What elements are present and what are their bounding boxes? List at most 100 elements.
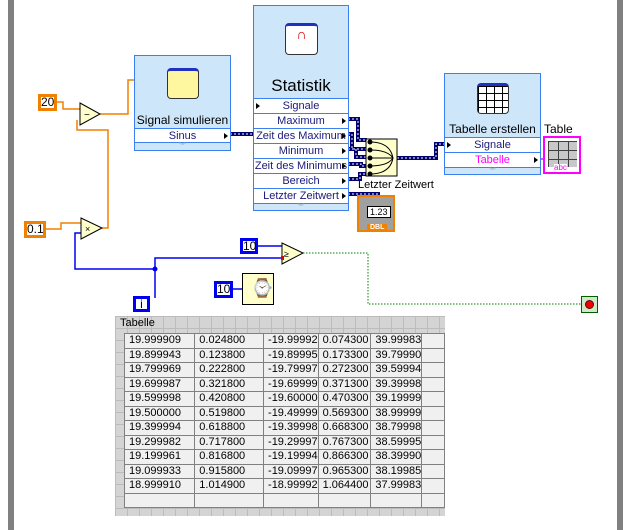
table-cell[interactable]: 19.899943 xyxy=(123,347,196,363)
table-cell[interactable] xyxy=(421,405,445,421)
expand-icon[interactable]: ︾ xyxy=(445,167,540,176)
table-cell[interactable]: -19.99992 xyxy=(263,333,319,349)
table-cell[interactable]: 18.999910 xyxy=(123,478,196,494)
table-cell[interactable]: 0.866300 xyxy=(317,449,372,465)
table-cell[interactable] xyxy=(421,492,445,508)
table-cell[interactable]: 0.519800 xyxy=(194,405,265,421)
input-signale[interactable]: Signale xyxy=(254,98,348,113)
wait-function[interactable]: ⌚ xyxy=(242,273,274,305)
table-cell[interactable]: -19.29997 xyxy=(263,434,319,450)
build-table-node[interactable]: Tabelle erstellen Signale Tabelle ︾ xyxy=(444,73,541,175)
table-cell[interactable]: 39.19999 xyxy=(370,391,423,407)
table-cell[interactable]: 19.799969 xyxy=(123,362,196,378)
input-signale[interactable]: Signale xyxy=(445,137,540,152)
output-sinus[interactable]: Sinus xyxy=(135,128,230,143)
table-cell[interactable]: 0.420800 xyxy=(194,391,265,407)
table-cell[interactable]: -19.09997 xyxy=(263,463,319,479)
table-cell[interactable]: 38.59995 xyxy=(370,434,423,450)
output-time-of-minimum[interactable]: Zeit des Minimums xyxy=(254,158,348,173)
table-cell[interactable] xyxy=(370,492,423,508)
table-cell[interactable]: 0.024800 xyxy=(194,333,265,349)
table-cell[interactable]: 19.999909 xyxy=(123,333,196,349)
loop-iteration-terminal[interactable]: i xyxy=(133,296,150,312)
table-cell[interactable]: 0.470300 xyxy=(317,391,372,407)
table-cell[interactable] xyxy=(421,376,445,392)
table-cell[interactable]: 0.321800 xyxy=(194,376,265,392)
table-cell[interactable]: 39.99983 xyxy=(370,333,423,349)
table-cell[interactable]: 0.222800 xyxy=(194,362,265,378)
table-cell[interactable]: 0.915800 xyxy=(194,463,265,479)
table-cell[interactable] xyxy=(421,449,445,465)
table-cell[interactable]: 39.59994 xyxy=(370,362,423,378)
expand-icon[interactable]: ︾ xyxy=(135,142,230,151)
output-time-of-maximum[interactable]: Zeit des Maximum xyxy=(254,128,348,143)
table-cell[interactable]: 0.717800 xyxy=(194,434,265,450)
table-cell[interactable] xyxy=(421,420,445,436)
table-cell[interactable]: 0.569300 xyxy=(317,405,372,421)
table-cell[interactable]: 0.965300 xyxy=(317,463,372,479)
table-cell[interactable]: 38.39990 xyxy=(370,449,423,465)
table-cell[interactable]: 19.599998 xyxy=(123,391,196,407)
constant-loop-count[interactable]: 10 xyxy=(240,238,258,254)
table-cell[interactable] xyxy=(421,434,445,450)
table-cell[interactable]: -19.79997 xyxy=(263,362,319,378)
expand-icon[interactable]: ︾ xyxy=(254,203,348,212)
constant-20[interactable]: 20 xyxy=(38,94,57,111)
table-cell[interactable]: 37.99983 xyxy=(370,478,423,494)
table-cell[interactable]: 19.399994 xyxy=(123,420,196,436)
output-minimum[interactable]: Minimum xyxy=(254,143,348,158)
table-cell[interactable]: -19.19994 xyxy=(263,449,319,465)
table-cell[interactable]: -19.60000 xyxy=(263,391,319,407)
table-cell[interactable]: -19.89995 xyxy=(263,347,319,363)
constant-wait-ms[interactable]: 10 xyxy=(214,281,233,298)
table-cell[interactable]: 0.668300 xyxy=(317,420,372,436)
table-cell[interactable]: 19.199961 xyxy=(123,449,196,465)
table-cell[interactable] xyxy=(263,492,319,508)
table-cell[interactable]: 1.014900 xyxy=(194,478,265,494)
table-cell[interactable]: 0.074300 xyxy=(317,333,372,349)
table-terminal[interactable]: abc xyxy=(543,136,581,174)
table-cell[interactable]: -19.49999 xyxy=(263,405,319,421)
table-cell[interactable] xyxy=(317,492,372,508)
table-cell[interactable] xyxy=(421,347,445,363)
table-cell[interactable] xyxy=(123,492,196,508)
constant-0-1[interactable]: 0.1 xyxy=(24,221,46,238)
table-cell[interactable]: 38.99999 xyxy=(370,405,423,421)
table-cell[interactable] xyxy=(194,492,265,508)
table-cell[interactable]: 19.699987 xyxy=(123,376,196,392)
table-cell[interactable]: 1.064400 xyxy=(317,478,372,494)
output-last-time[interactable]: Letzter Zeitwert xyxy=(254,188,348,203)
table-cell[interactable] xyxy=(421,478,445,494)
table-cell[interactable]: 19.099933 xyxy=(123,463,196,479)
table-cell[interactable]: 19.500000 xyxy=(123,405,196,421)
table-cell[interactable]: -19.69999 xyxy=(263,376,319,392)
table-cell[interactable]: 0.767300 xyxy=(317,434,372,450)
loop-right-border[interactable] xyxy=(617,0,623,530)
table-cell[interactable] xyxy=(421,362,445,378)
table-cell[interactable]: 0.272300 xyxy=(317,362,372,378)
table-cell[interactable] xyxy=(421,391,445,407)
table-cell[interactable]: -18.99992 xyxy=(263,478,319,494)
output-maximum[interactable]: Maximum xyxy=(254,113,348,128)
table-cell[interactable]: 39.39998 xyxy=(370,376,423,392)
table-cell[interactable]: 0.123800 xyxy=(194,347,265,363)
stop-terminal[interactable] xyxy=(581,296,598,313)
table-cell[interactable]: 0.371300 xyxy=(317,376,372,392)
table-cell[interactable]: 38.19985 xyxy=(370,463,423,479)
output-tabelle[interactable]: Tabelle xyxy=(445,152,540,167)
table-cell[interactable]: 0.173300 xyxy=(317,347,372,363)
dbl-indicator[interactable]: 1.23 DBL xyxy=(357,195,395,232)
table-cell[interactable]: 0.816800 xyxy=(194,449,265,465)
signal-simulate-node[interactable]: Signal simulieren Sinus ︾ xyxy=(134,55,231,151)
table-cell[interactable]: -19.39998 xyxy=(263,420,319,436)
table-cell[interactable]: 0.618800 xyxy=(194,420,265,436)
statistics-node[interactable]: ∩ Statistik Signale Maximum Zeit des Max… xyxy=(253,5,349,211)
table-cell[interactable]: 19.299982 xyxy=(123,434,196,450)
table-cell[interactable]: 39.79990 xyxy=(370,347,423,363)
table-cell[interactable] xyxy=(421,333,445,349)
table-cell[interactable] xyxy=(421,463,445,479)
output-range[interactable]: Bereich xyxy=(254,173,348,188)
table-cell[interactable]: 38.79998 xyxy=(370,420,423,436)
